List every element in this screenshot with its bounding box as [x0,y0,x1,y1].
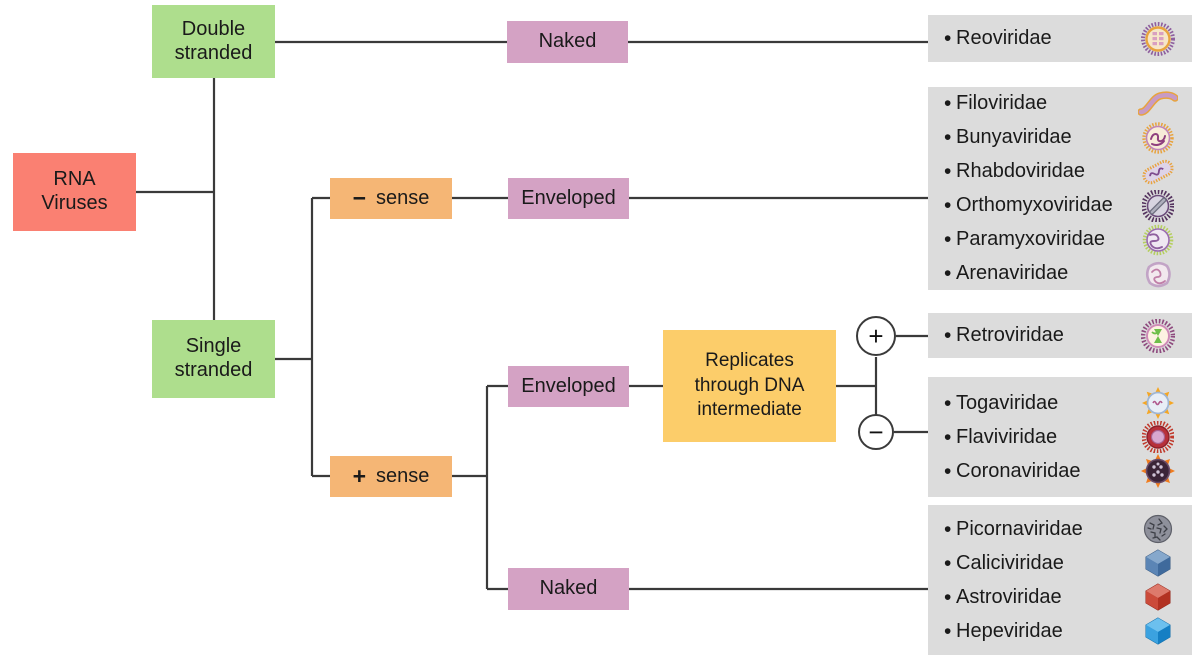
node-replicates-dna-intermediate[interactable]: Replicates through DNA intermediate [663,330,836,442]
node-pos-naked-label: Naked [539,577,598,600]
family-name: Togaviridae [956,391,1059,414]
filovirus-icon [1138,87,1178,121]
reovirus-icon [1138,21,1178,56]
bullet-icon: • [944,92,952,115]
list-item[interactable]: • Rhabdoviridae [944,155,1178,189]
family-name: Reoviridae [956,27,1052,49]
plus-strand-circle-icon[interactable]: + [856,316,896,356]
orthomyxovirus-icon [1138,189,1178,223]
bullet-icon: • [944,551,952,575]
node-rna-viruses-label: RNA Viruses [41,168,108,214]
hepevirus-icon [1138,614,1178,648]
panel-neg-enveloped-families: • Filoviridae • Bunyaviridae [928,87,1192,290]
bullet-icon: • [944,391,952,415]
list-item[interactable]: • Bunyaviridae [944,121,1178,155]
picornavirus-icon [1138,512,1178,546]
list-item[interactable]: • Arenaviridae [944,257,1178,291]
family-name: Paramyxoviridae [956,228,1105,250]
list-item[interactable]: • Astroviridae [944,580,1178,614]
coronavirus-icon [1138,454,1178,488]
retrovirus-icon [1138,318,1178,353]
list-item[interactable]: • Filoviridae [944,87,1178,121]
bullet-icon: • [944,160,952,183]
list-item[interactable]: • Caliciviridae [944,546,1178,580]
family-name: Retroviridae [956,324,1064,346]
family-name: Caliciviridae [956,551,1064,574]
calicivirus-icon [1138,546,1178,580]
family-name: Arenaviridae [956,262,1069,284]
node-replicates-label: Replicates through DNA intermediate [694,349,805,421]
list-item[interactable]: • Picornaviridae [944,512,1178,546]
node-positive-sense-label: sense [376,464,430,487]
togavirus-icon [1138,386,1178,420]
minus-strand-circle-icon[interactable]: − [858,414,894,450]
list-item[interactable]: • Hepeviridae [944,614,1178,648]
bullet-icon: • [944,459,952,483]
minus-circle-label: − [868,417,884,447]
bullet-icon: • [944,126,952,149]
node-neg-enveloped-label: Enveloped [521,186,616,209]
astrovirus-icon [1138,580,1178,614]
rhabdovirus-icon [1138,155,1178,189]
arenavirus-icon [1138,257,1178,291]
family-name: Bunyaviridae [956,126,1072,148]
node-single-stranded[interactable]: Single stranded [152,320,275,398]
bullet-icon: • [944,585,952,609]
panel-retrovirus-family: • Retroviridae [928,313,1192,358]
family-name: Orthomyxoviridae [956,194,1113,216]
family-name: Picornaviridae [956,517,1083,540]
bullet-icon: • [944,425,952,449]
list-item[interactable]: • Reoviridae [944,21,1178,56]
node-double-stranded[interactable]: Double stranded [152,5,275,78]
list-item[interactable]: • Coronaviridae [944,454,1178,488]
bullet-icon: • [944,228,952,251]
node-positive-sense[interactable]: + sense [330,456,452,497]
node-pos-naked[interactable]: Naked [508,568,629,610]
family-name: Astroviridae [956,585,1062,608]
list-item[interactable]: • Flaviviridae [944,420,1178,454]
minus-sign-icon: − [352,185,367,211]
node-ds-naked[interactable]: Naked [507,21,628,63]
plus-circle-label: + [868,321,884,351]
bullet-icon: • [944,262,952,285]
list-item[interactable]: • Retroviridae [944,318,1178,353]
node-neg-enveloped[interactable]: Enveloped [508,178,629,219]
bullet-icon: • [944,324,952,347]
panel-ds-naked-families: • Reoviridae [928,15,1192,62]
family-name: Filoviridae [956,92,1048,114]
node-single-stranded-label: Single stranded [174,335,253,381]
bullet-icon: • [944,517,952,541]
node-negative-sense[interactable]: − sense [330,178,452,219]
node-double-stranded-label: Double stranded [174,17,253,64]
node-ds-naked-label: Naked [538,30,597,53]
bullet-icon: • [944,27,952,50]
bullet-icon: • [944,619,952,643]
node-pos-enveloped[interactable]: Enveloped [508,366,629,407]
list-item[interactable]: • Paramyxoviridae [944,223,1178,257]
paramyxovirus-icon [1138,223,1178,257]
node-pos-enveloped-label: Enveloped [521,374,616,397]
family-name: Hepeviridae [956,619,1063,642]
family-name: Rhabdoviridae [956,160,1085,182]
plus-sign-icon: + [352,463,367,489]
node-rna-viruses[interactable]: RNA Viruses [13,153,136,231]
bullet-icon: • [944,194,952,217]
panel-pos-enveloped-families: • Togaviridae • Flaviviridae [928,377,1192,497]
list-item[interactable]: • Togaviridae [944,386,1178,420]
list-item[interactable]: • Orthomyxoviridae [944,189,1178,223]
family-name: Flaviviridae [956,425,1058,448]
family-name: Coronaviridae [956,459,1081,482]
panel-pos-naked-families: • Picornaviridae • Caliciviridae [928,505,1192,655]
flavivirus-icon [1138,420,1178,454]
bunyavirus-icon [1138,121,1178,155]
node-negative-sense-label: sense [376,186,430,209]
